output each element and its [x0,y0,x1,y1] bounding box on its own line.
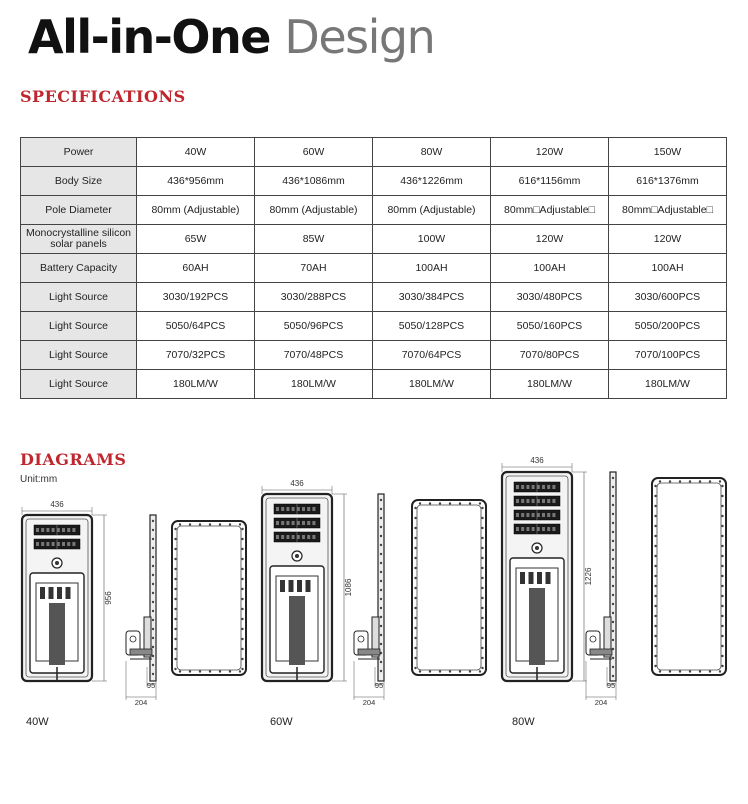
pole-dimension-label: 204 [363,698,376,707]
spec-cell: 7070/64PCS [372,340,491,370]
side-view-housing [377,493,385,682]
spec-cell: 60W [254,137,373,167]
spec-cell: 7070/80PCS [490,340,609,370]
spec-cell: 180LM/W [136,369,255,399]
model-label-40w: 40W [26,716,49,728]
spec-row-label: Pole Diameter [20,195,137,225]
pole-arm [589,648,613,656]
pole-arm [357,648,381,656]
spec-cell: 180LM/W [490,369,609,399]
diagrams-heading: DIAGRAMS [20,450,127,469]
spec-cell: 5050/96PCS [254,311,373,341]
pole-bracket [143,616,152,658]
title-part-light: Design [284,10,435,64]
spec-cell: 80mm (Adjustable) [136,195,255,225]
back-view-housing [651,477,727,676]
width-dimension-label: 436 [530,456,544,465]
spec-cell: 80W [372,137,491,167]
spec-cell: 436*1226mm [372,166,491,196]
model-label-60w: 60W [270,716,293,728]
spec-cell: 180LM/W [254,369,373,399]
title-part-bold: All-in-One [28,10,285,64]
spec-row-label: Light Source [20,340,137,370]
height-dimension-label: 1226 [584,567,593,585]
back-view-housing [171,520,247,676]
pole-dimension-label: 204 [595,698,608,707]
spec-row-label: Body Size [20,166,137,196]
spec-cell: 7070/48PCS [254,340,373,370]
spec-cell: 3030/384PCS [372,282,491,312]
pole-bracket [603,616,612,658]
spec-cell: 180LM/W [608,369,727,399]
unit-label: Unit:mm [20,474,58,485]
depth-dimension-label: 95 [375,681,383,690]
spec-cell: 5050/200PCS [608,311,727,341]
back-view-housing [411,499,487,676]
side-view-housing [149,514,157,682]
width-dimension-label: 436 [50,500,64,509]
spec-cell: 436*1086mm [254,166,373,196]
spec-cell: 5050/160PCS [490,311,609,341]
specifications-heading: SPECIFICATIONS [20,87,186,106]
spec-cell: 85W [254,224,373,254]
depth-dimension-label: 95 [607,681,615,690]
width-dimension-label: 436 [290,479,304,488]
spec-row-label: Battery Capacity [20,253,137,283]
pole-bracket [371,616,380,658]
spec-cell: 7070/32PCS [136,340,255,370]
spec-cell: 100AH [608,253,727,283]
spec-cell: 120W [608,224,727,254]
pole-arm [129,648,153,656]
spec-row-label: Light Source [20,369,137,399]
spec-cell: 616*1376mm [608,166,727,196]
spec-cell: 5050/128PCS [372,311,491,341]
spec-cell: 3030/192PCS [136,282,255,312]
height-dimension-label: 1086 [344,578,353,596]
height-dimension-label: 956 [104,591,113,605]
depth-dimension-label: 95 [147,681,155,690]
page-title: All-in-One Design [28,10,436,64]
spec-cell: 100AH [372,253,491,283]
spec-cell: 80mm□Adjustable□ [608,195,727,225]
spec-row-label: Light Source [20,282,137,312]
pole-dimension-label: 204 [135,698,148,707]
model-label-80w: 80W [512,716,535,728]
